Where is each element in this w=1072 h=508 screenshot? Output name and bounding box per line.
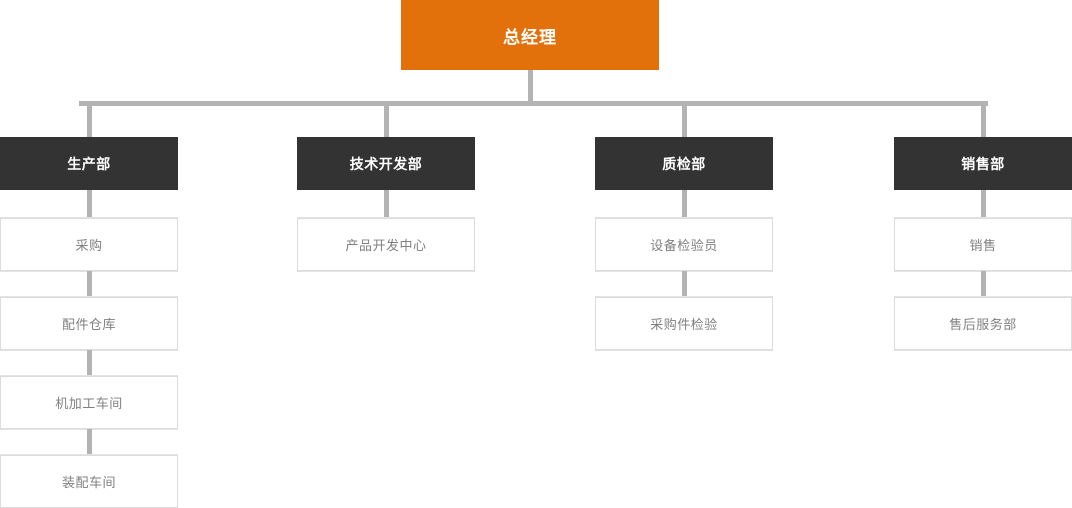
node-label: 采购件检验 bbox=[650, 317, 718, 332]
node-child[interactable]: 机加工车间 bbox=[0, 376, 178, 429]
node-label: 装配车间 bbox=[61, 475, 116, 490]
node-department[interactable]: 质检部 bbox=[595, 137, 773, 190]
connector-vertical bbox=[86, 350, 92, 376]
node-label: 总经理 bbox=[503, 27, 557, 47]
connector-root-stem bbox=[527, 70, 533, 106]
node-department[interactable]: 销售部 bbox=[894, 137, 1072, 190]
connector-bus-to-department bbox=[980, 101, 986, 137]
connector-bus-to-department bbox=[383, 101, 389, 137]
node-label: 产品开发中心 bbox=[345, 238, 427, 253]
connector-bus-to-department bbox=[86, 101, 92, 137]
connector-vertical bbox=[980, 190, 986, 218]
node-department[interactable]: 技术开发部 bbox=[297, 137, 475, 190]
node-label: 销售 bbox=[969, 238, 997, 253]
node-child[interactable]: 配件仓库 bbox=[0, 297, 178, 350]
connector-horizontal-bus bbox=[79, 101, 988, 106]
connector-vertical bbox=[383, 190, 389, 218]
node-label: 生产部 bbox=[67, 155, 111, 172]
node-label: 售后服务部 bbox=[949, 317, 1017, 332]
node-label: 设备检验员 bbox=[650, 238, 718, 253]
connector-bus-to-department bbox=[681, 101, 687, 137]
node-child[interactable]: 设备检验员 bbox=[595, 218, 773, 271]
connector-vertical bbox=[681, 190, 687, 218]
node-label: 技术开发部 bbox=[349, 155, 423, 172]
connector-vertical bbox=[681, 271, 687, 297]
node-child[interactable]: 装配车间 bbox=[0, 455, 178, 508]
node-label: 配件仓库 bbox=[61, 317, 116, 332]
node-label: 质检部 bbox=[662, 155, 706, 172]
node-label: 销售部 bbox=[961, 155, 1005, 172]
node-general-manager[interactable]: 总经理 bbox=[401, 0, 659, 70]
connector-vertical bbox=[86, 190, 92, 218]
node-child[interactable]: 产品开发中心 bbox=[297, 218, 475, 271]
connector-vertical bbox=[980, 271, 986, 297]
node-child[interactable]: 采购 bbox=[0, 218, 178, 271]
connector-vertical bbox=[86, 271, 92, 297]
node-child[interactable]: 销售 bbox=[894, 218, 1072, 271]
node-label: 机加工车间 bbox=[55, 396, 123, 411]
node-department[interactable]: 生产部 bbox=[0, 137, 178, 190]
connector-vertical bbox=[86, 429, 92, 455]
node-label: 采购 bbox=[75, 238, 103, 253]
node-child[interactable]: 采购件检验 bbox=[595, 297, 773, 350]
node-child[interactable]: 售后服务部 bbox=[894, 297, 1072, 350]
